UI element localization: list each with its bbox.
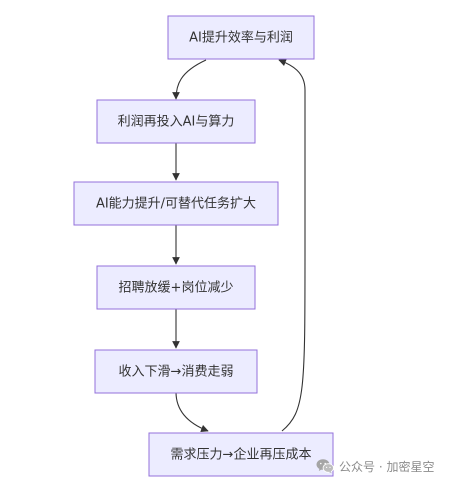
edge-n6-n1	[278, 58, 306, 432]
node-hiring-slowdown: 招聘放缓+岗位减少	[96, 265, 256, 310]
wechat-icon	[316, 458, 334, 474]
node-label: 需求压力→企业再压成本	[171, 447, 312, 463]
node-reinvest-profit: 利润再投入AI与算力	[96, 99, 256, 144]
watermark: 公众号 · 加密星空	[316, 456, 434, 476]
node-label: AI提升效率与利润	[189, 30, 293, 46]
edge-n5-n6	[175, 391, 209, 433]
node-ai-capability: AI能力提升/可替代任务扩大	[73, 181, 279, 226]
node-label: AI能力提升/可替代任务扩大	[96, 196, 256, 212]
node-label: 招聘放缓+岗位减少	[119, 281, 234, 296]
watermark-text: 公众号 · 加密星空	[339, 459, 435, 474]
node-label: 利润再投入AI与算力	[118, 114, 235, 130]
node-ai-efficiency-profit: AI提升效率与利润	[167, 15, 315, 60]
node-label: 收入下滑→消费走弱	[119, 365, 234, 380]
node-demand-pressure: 需求压力→企业再压成本	[148, 432, 334, 477]
node-income-decline: 收入下滑→消费走弱	[94, 349, 258, 394]
edge-n1-n2	[172, 59, 207, 100]
